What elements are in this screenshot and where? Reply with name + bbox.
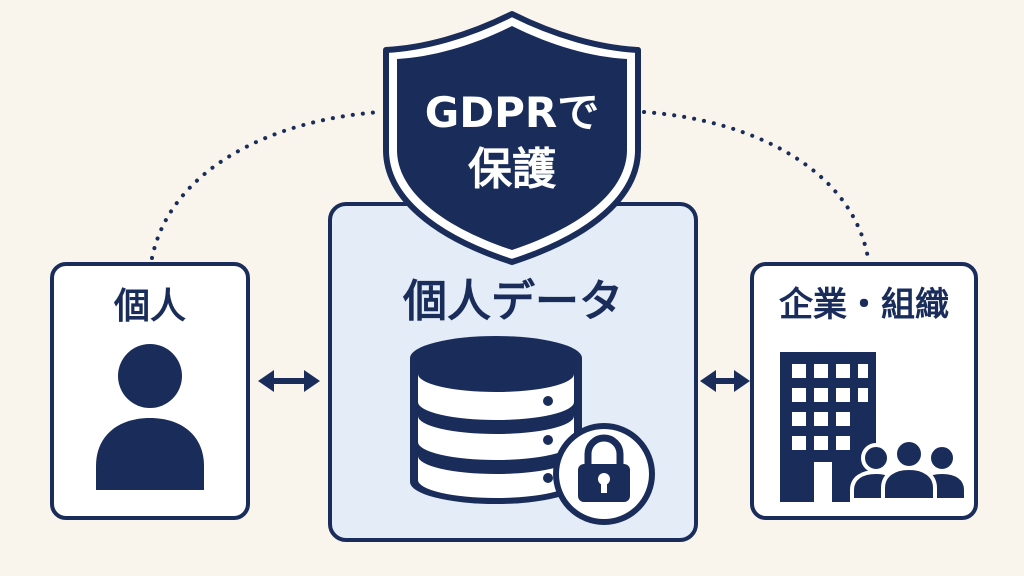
org-label: 企業・組織 [779, 285, 949, 325]
person-label: 個人 [113, 286, 186, 327]
person-icon [96, 344, 204, 490]
shield-subtitle: 保護 [468, 144, 556, 195]
people-icon [850, 438, 968, 502]
database-icon [410, 336, 582, 504]
dotted-arc-right [642, 110, 870, 260]
arrow-data-org [700, 370, 750, 392]
lock-icon [553, 423, 655, 525]
arrow-person-data [258, 370, 320, 392]
shield-title: GDPRで [424, 88, 600, 137]
shield-icon [383, 11, 641, 265]
data-label: 個人データ [403, 276, 623, 327]
